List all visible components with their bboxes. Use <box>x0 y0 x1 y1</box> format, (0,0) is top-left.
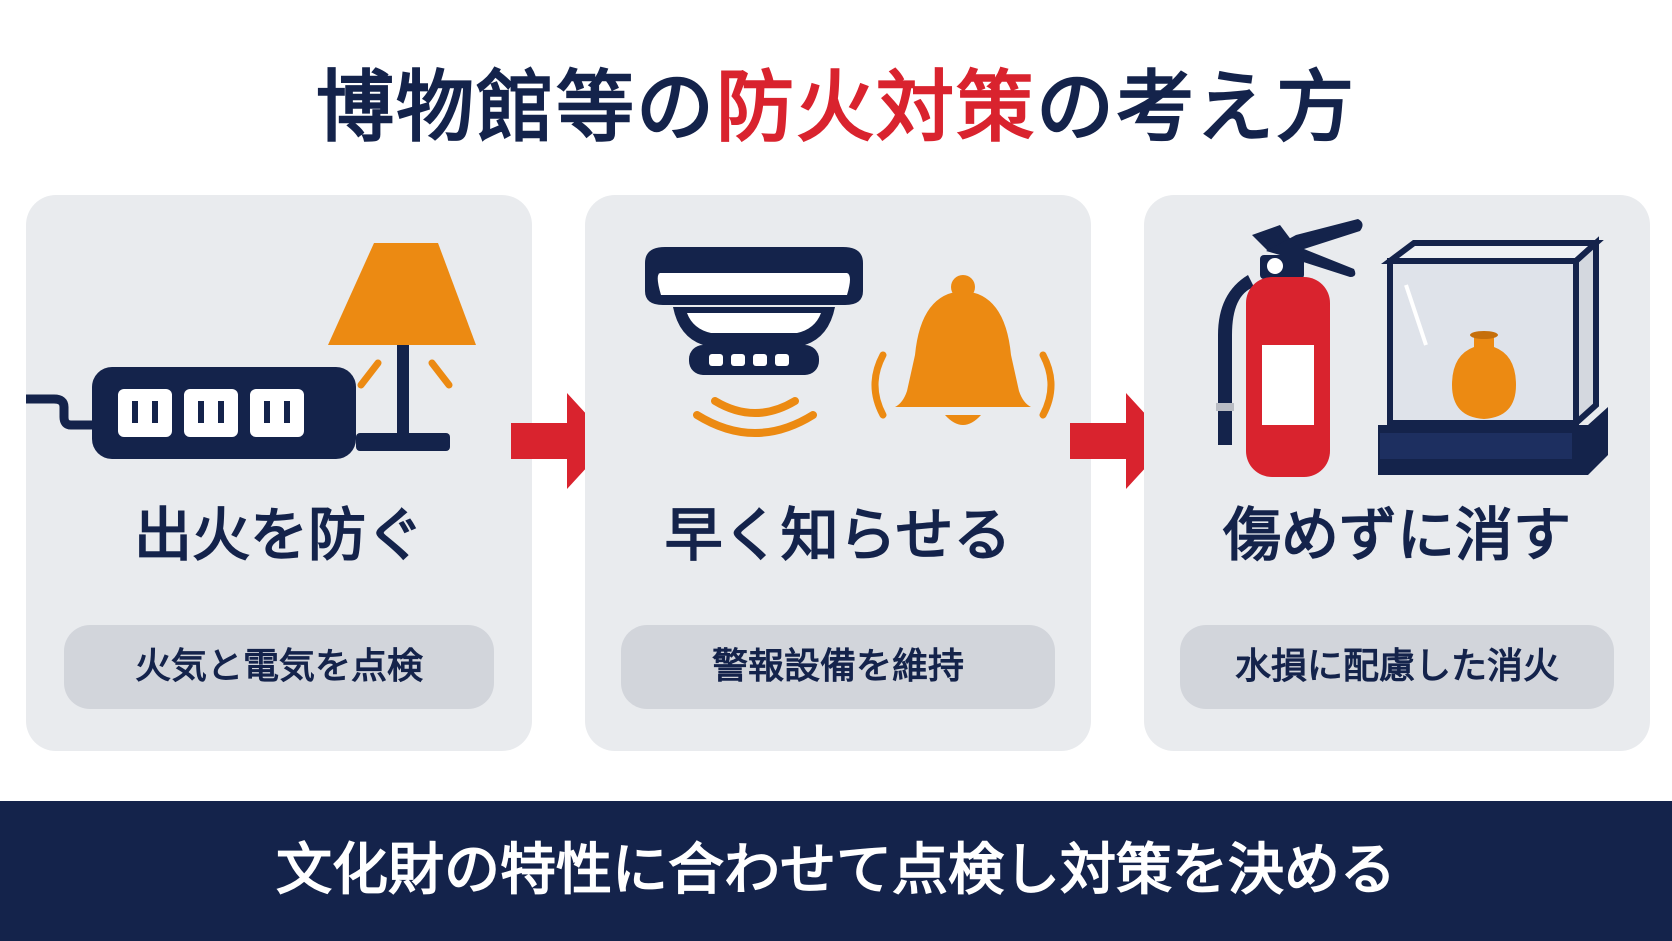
step-1-illustration <box>26 243 476 459</box>
step-3-illustration <box>1216 219 1608 477</box>
step-3-subtitle: 水損に配慮した消火 <box>1180 625 1614 709</box>
conclusion-banner: 文化財の特性に合わせて点検し対策を決める <box>0 801 1672 941</box>
page-title: 博物館等の防火対策の考え方 <box>0 58 1672 158</box>
step-1-subtitle: 火気と電気を点検 <box>64 625 494 709</box>
step-card-prevent-fire: 火気と電気を点検 出火を防ぐ <box>26 195 532 751</box>
fire-extinguisher-icon <box>1216 219 1363 477</box>
display-case-icon <box>1378 236 1608 475</box>
step-2-subtitle: 警報設備を維持 <box>621 625 1055 709</box>
power-strip-icon <box>26 367 356 459</box>
step-2-illustration <box>645 247 1055 437</box>
title-highlight: 防火対策 <box>715 63 1036 153</box>
bell-icon <box>871 275 1055 425</box>
step-1-heading: 出火を防ぐ <box>133 501 424 569</box>
lamp-icon <box>328 243 476 451</box>
step-3-heading: 傷めずに消す <box>1222 501 1571 569</box>
title-part-1: 博物館等の <box>315 63 716 153</box>
title-part-2: の考え方 <box>1036 63 1357 153</box>
step-card-early-warning: 警報設備を維持 早く知らせる <box>585 195 1091 751</box>
step-card-extinguish-safely: 水損に配慮した消火 傷めずに消す <box>1144 195 1650 751</box>
smoke-detector-icon <box>645 247 863 437</box>
step-2-heading: 早く知らせる <box>664 501 1012 569</box>
